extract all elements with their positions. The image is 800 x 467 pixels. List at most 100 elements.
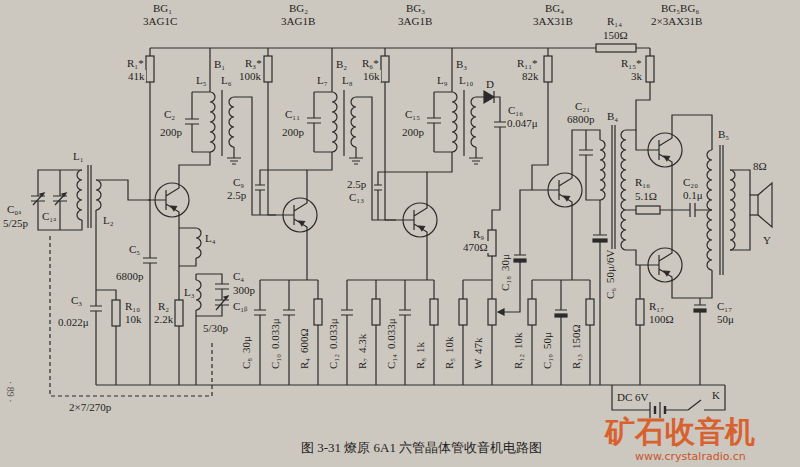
label-slot: 50μ: [541, 331, 553, 350]
part-label: B₂: [335, 58, 348, 70]
value-label: 50μ: [716, 313, 735, 325]
value-label: 6800p: [566, 113, 596, 125]
value-label: 47k: [472, 337, 484, 356]
label-slot: 5/25p: [2, 217, 29, 229]
value-label: 30μ: [499, 253, 511, 272]
value-label: 470Ω: [462, 241, 489, 253]
label-slot: 6800p: [566, 113, 596, 125]
label-slot: BG₁: [152, 2, 173, 14]
label-slot: 82k: [521, 70, 540, 82]
label-slot: C₁₀: [269, 353, 281, 370]
value-label: 10k: [512, 332, 524, 351]
part-label: R₁₇: [648, 300, 665, 312]
watermark: 矿石收音机: [604, 415, 756, 449]
value-label: 30μ: [240, 335, 252, 354]
part-label: R₉: [472, 228, 485, 240]
value-label: DC: [616, 391, 633, 403]
part-label: C₅: [128, 243, 141, 255]
value-label: 0.022μ: [57, 316, 90, 328]
label-slot: 0.033μ: [385, 317, 397, 350]
value-label: 0.1μ: [682, 189, 704, 201]
value-label: 2.2k: [153, 313, 174, 325]
label-slot: C₁₃: [348, 191, 365, 203]
value-label: 5/25p: [2, 217, 29, 229]
label-slot: B₁: [213, 58, 226, 70]
label-slot: R₉: [472, 228, 485, 240]
label-slot: 50μ/6V: [604, 249, 616, 284]
label-slot: 0.033μ: [327, 317, 339, 350]
label-slot: 47k: [472, 337, 484, 356]
watermark-url: www.crystalradio.cn: [634, 451, 747, 463]
value-label: 50μ/6V: [604, 249, 616, 284]
part-label: R₁₅*: [620, 57, 643, 69]
transistor-label: 2×3AX31B: [650, 15, 703, 27]
part-label: R₄: [298, 357, 310, 370]
part-label: C₁₂: [327, 353, 339, 370]
label-slot: 470Ω: [462, 241, 489, 253]
transistor-label: BG₄: [544, 2, 565, 14]
value-label: 2.5p: [346, 178, 367, 190]
label-slot: R₁*: [126, 57, 145, 69]
label-slot: 3k: [630, 70, 643, 82]
page-number: · 89 ·: [4, 380, 16, 404]
label-slot: R₁₆: [634, 176, 651, 188]
label-slot: BG₂: [288, 2, 309, 14]
value-label: 3k: [630, 70, 643, 82]
part-label: C₁₃: [348, 191, 365, 203]
part-label: K: [711, 389, 721, 401]
value-label: 8Ω: [752, 160, 768, 172]
label-slot: BG₄: [544, 2, 565, 14]
label-slot: B₂: [335, 58, 348, 70]
part-label: C₃: [70, 294, 83, 306]
part-label: Y: [762, 234, 772, 246]
label-slot: C₁ₐ: [41, 210, 57, 222]
value-label: 0.033μ: [327, 317, 339, 350]
part-label: C₁₁: [284, 108, 301, 120]
part-label: L₂: [102, 214, 115, 226]
value-label: 10k: [124, 313, 143, 325]
label-slot: C₉: [232, 176, 245, 188]
label-slot: R₁₃: [570, 353, 582, 370]
label-slot: 0.047μ: [506, 117, 539, 129]
label-slot: 300p: [232, 284, 256, 296]
transistor-label: BG₁: [152, 2, 173, 14]
value-label: 0.033μ: [269, 317, 281, 350]
label-slot: L₁₀: [458, 74, 474, 86]
part-label: C₁₄: [385, 353, 397, 370]
part-label: C₁₉: [541, 353, 553, 370]
caption-slot: 图 3-31 燎原 6A1 六管晶体管收音机电路图: [300, 440, 543, 455]
label-slot: 30μ: [240, 335, 252, 354]
label-slot: 200p: [159, 126, 183, 138]
part-label: R₅: [443, 357, 455, 370]
label-slot: 10k: [443, 336, 455, 355]
label-slot: B₄: [606, 110, 619, 122]
value-label: 100Ω: [648, 313, 675, 325]
label-slot: R₂: [157, 300, 170, 312]
part-label: C₁₆: [507, 104, 524, 116]
label-slot: R₆*: [361, 57, 380, 69]
value-label: 200p: [281, 126, 305, 138]
figure-caption: 图 3-31 燎原 6A1 六管晶体管收音机电路图: [300, 440, 543, 455]
label-slot: L₇: [316, 74, 329, 86]
label-slot: D: [485, 78, 495, 90]
label-slot: C₅: [128, 243, 141, 255]
label-slot: 2.5p: [346, 178, 367, 190]
label-slot: R₁₅*: [620, 57, 643, 69]
label-slot: C₁₄: [385, 353, 397, 370]
label-slot: L₄: [204, 232, 217, 244]
label-slot: 3AX31B: [532, 15, 574, 27]
part-label: B₃: [455, 58, 468, 70]
label-slot: R₄: [298, 357, 310, 370]
label-slot: C₂: [163, 108, 176, 120]
part-label: R₁₆: [634, 176, 651, 188]
part-label: C₆: [604, 287, 616, 300]
label-slot: 2×7/270p: [68, 401, 112, 413]
label-slot: C₁ᵦ: [232, 300, 248, 312]
part-label: C₂: [163, 108, 176, 120]
value-label: 100k: [238, 70, 262, 82]
value-label: 150Ω: [570, 323, 582, 350]
label-slot: C₂₁: [574, 100, 591, 112]
part-label: B₅: [717, 128, 730, 140]
value-label: 1k: [414, 341, 426, 354]
label-slot: L₃: [183, 286, 196, 298]
